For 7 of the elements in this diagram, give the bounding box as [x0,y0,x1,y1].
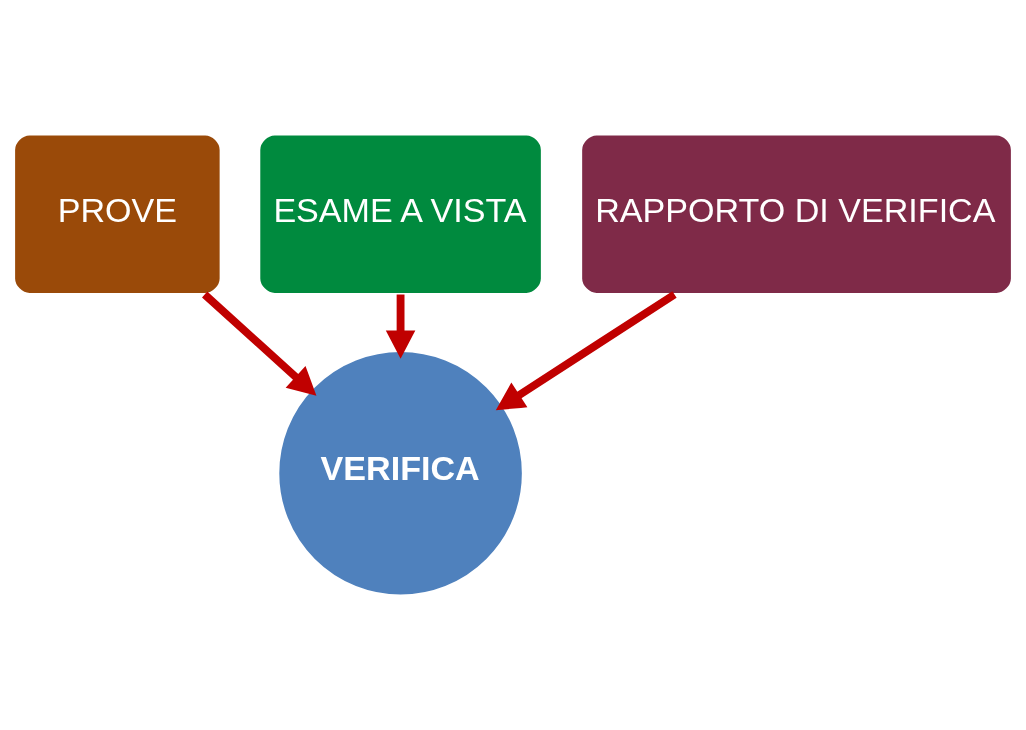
arrow [495,291,677,411]
node-box: ESAME A VISTA [257,132,544,296]
node-box: PROVE [12,132,223,296]
node-box: RAPPORTO DI VERIFICA [579,132,1014,296]
arrow [202,291,317,396]
node-circle: VERIFICA [276,349,525,598]
arrow [385,294,416,359]
